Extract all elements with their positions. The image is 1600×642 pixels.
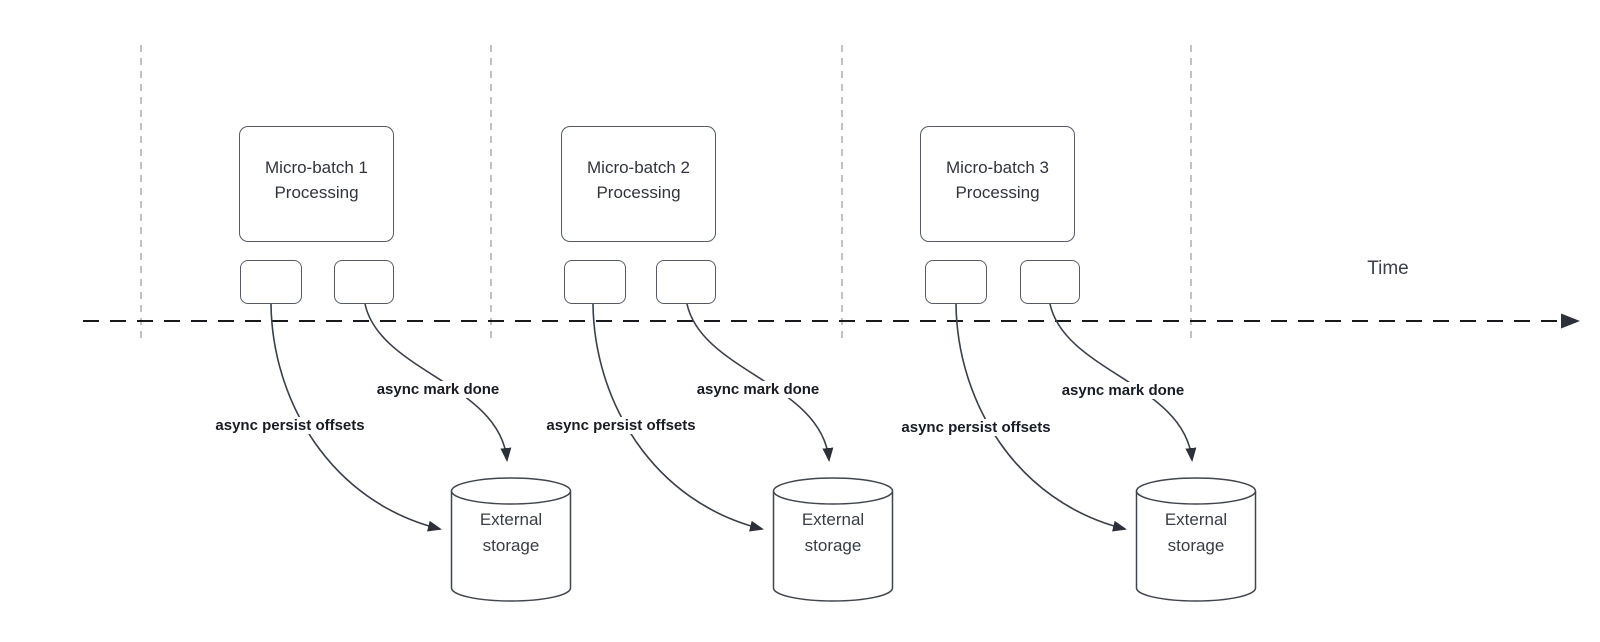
mark-done-task-box (334, 260, 394, 304)
external-storage-label: External storage (801, 510, 865, 555)
processing-box: Micro-batch 1 Processing (239, 126, 394, 242)
cylinder-lip (450, 490, 572, 505)
persist-offsets-arrow (955, 303, 1127, 532)
processing-box-label: Micro-batch 1 Processing (265, 158, 368, 202)
micro-batch-2-shapes (592, 303, 894, 602)
mark-done-arrow (364, 303, 512, 462)
external-storage-cylinder (772, 477, 894, 602)
mark-done-arrow (1049, 303, 1197, 462)
mark-done-arrow-label: async mark done (374, 381, 502, 398)
processing-box: Micro-batch 2 Processing (561, 126, 716, 242)
mark-done-arrow-label: async mark done (694, 381, 822, 398)
time-axis-arrowhead-icon (1561, 313, 1580, 329)
persist-offsets-arrow-label: async persist offsets (213, 417, 367, 434)
mark-done-arrow (686, 303, 834, 462)
processing-box-label: Micro-batch 2 Processing (587, 158, 690, 202)
persist-offsets-arrow (270, 303, 442, 532)
mark-done-task-box (656, 260, 716, 304)
time-axis-label: Time (1367, 258, 1409, 279)
offset-task-box (240, 260, 302, 304)
micro-batch-3-shapes (955, 303, 1257, 602)
micro-batch-1-shapes (270, 303, 572, 602)
cylinder-lip (772, 490, 894, 505)
processing-box-label: Micro-batch 3 Processing (946, 158, 1049, 202)
external-storage-label: External storage (1164, 510, 1228, 555)
processing-box: Micro-batch 3 Processing (920, 126, 1075, 242)
persist-offsets-arrow-label: async persist offsets (899, 419, 1053, 436)
offset-task-box (564, 260, 626, 304)
offset-task-box (925, 260, 987, 304)
mark-done-arrow-label: async mark done (1059, 382, 1187, 399)
mark-done-task-box (1020, 260, 1080, 304)
persist-offsets-arrow-label: async persist offsets (544, 417, 698, 434)
external-storage-cylinder (1135, 477, 1257, 602)
cylinder-lip (1135, 490, 1257, 505)
persist-offsets-arrow (592, 303, 764, 532)
external-storage-cylinder (450, 477, 572, 602)
external-storage-label: External storage (479, 510, 543, 555)
